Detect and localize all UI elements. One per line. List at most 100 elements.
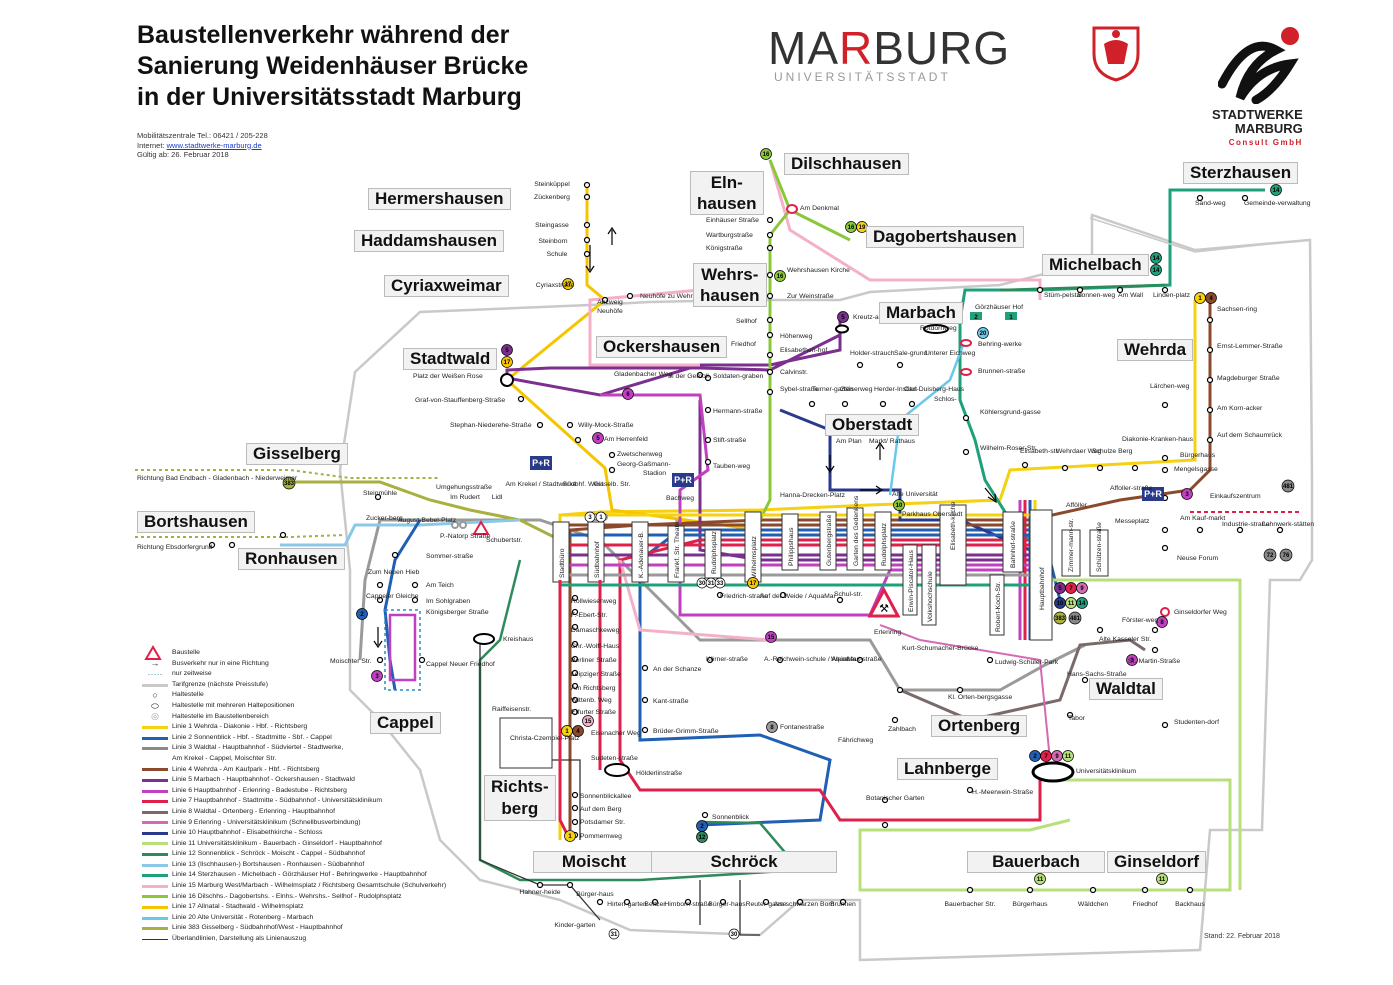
stop-label-wilhelm-roser[interactable]: Wilhelm-Roser-Str. bbox=[980, 445, 1037, 452]
stop-label-am-teich[interactable]: Am Teich bbox=[426, 582, 454, 589]
stop-label-cappel-friedhof[interactable]: Cappel Neuer Friedhof bbox=[426, 661, 495, 668]
stop-label-schule[interactable]: Schule bbox=[547, 251, 568, 258]
stop-label-christa-czempiel[interactable]: Christa-Czempiel-Platz bbox=[510, 735, 580, 742]
stop-label-taubenweg[interactable]: Tauben-weg bbox=[713, 463, 750, 470]
stop-label-bauerbacher-str[interactable]: Bauerbacher Str. bbox=[944, 901, 995, 908]
station-label-stadtbuero[interactable]: Stadtbüro bbox=[559, 548, 566, 578]
stop-label-georg-gassmann[interactable]: Georg-Gaßmann- bbox=[617, 461, 671, 468]
stop-label-am-wall[interactable]: Am Wall bbox=[1118, 292, 1144, 299]
stop-label-kindergarten[interactable]: Kinder-garten bbox=[554, 922, 595, 929]
stop-label-lidl[interactable]: Lidl bbox=[492, 494, 503, 501]
stop-label-wehrshausen-kirche[interactable]: Wehrshausen Kirche bbox=[787, 267, 850, 274]
stop-label-afflerstrasse[interactable]: Affoller-straße bbox=[1110, 485, 1153, 492]
website-link[interactable]: www.stadtwerke-marburg.de bbox=[166, 140, 262, 150]
stop-node-weissen-rose[interactable] bbox=[500, 373, 514, 387]
station-label-robert-koch[interactable]: Robert-Koch-Str. bbox=[995, 581, 1002, 632]
stop-label-tabor[interactable]: Tabor bbox=[1068, 715, 1086, 722]
stop-label-sommerstrasse[interactable]: Sommer-straße bbox=[426, 553, 473, 560]
stop-label-stiftstrasse[interactable]: Stift-straße bbox=[713, 437, 746, 444]
station-label-rudolphsplatz[interactable]: Rudolphsplatz bbox=[881, 522, 888, 566]
stop-label-berliner-strasse[interactable]: Berliner Straße bbox=[571, 657, 617, 664]
stop-label-eisenacher-weg[interactable]: Eisenacher Weg bbox=[591, 730, 641, 737]
stop-label-p-natorp[interactable]: P.-Natorp Straße bbox=[440, 533, 491, 540]
stop-label-goerzhaeuser-hof[interactable]: Görzhäuser Hof bbox=[975, 304, 1023, 311]
stop-label-parkhaus-oberstadt[interactable]: Parkhaus Oberstadt bbox=[902, 511, 963, 518]
stop-label-raiffeisenstr[interactable]: Raiffeisenstr. bbox=[492, 706, 531, 713]
stop-label-kreutzacker[interactable]: Kreutz-acker bbox=[853, 314, 892, 321]
stop-label-ernst-lemmer[interactable]: Ernst-Lemmer-Straße bbox=[1217, 343, 1283, 350]
stop-label-kl-ortenbergsgasse[interactable]: Kl. Orten-bergsgasse bbox=[948, 694, 1012, 701]
stop-label-magdeburger[interactable]: Magdeburger Straße bbox=[1217, 375, 1280, 382]
stop-label-bachweg[interactable]: Bachweg bbox=[666, 495, 694, 502]
stop-label-koenigstrasse[interactable]: Königstraße bbox=[706, 245, 743, 252]
stop-label-buergerhaus-m[interactable]: Bürger-haus bbox=[576, 891, 614, 898]
stop-label-markt-rathaus[interactable]: Markt/ Rathaus bbox=[869, 438, 916, 445]
stop-label-moischter-str[interactable]: Moischter Str. bbox=[330, 658, 372, 665]
stop-label-auf-dem-berg[interactable]: Auf dem Berg bbox=[580, 806, 622, 813]
stop-label-schubertstr[interactable]: Schubertstr. bbox=[486, 537, 522, 544]
stop-label-friedhof-g[interactable]: Friedhof bbox=[1133, 901, 1158, 908]
stop-label-affoeller[interactable]: Afföller bbox=[1066, 502, 1088, 509]
stop-label-sellhof[interactable]: Sellhof bbox=[736, 318, 757, 325]
stop-label-am-herrenfeld[interactable]: Am Herrenfeld bbox=[604, 436, 648, 443]
stop-node-kreishaus[interactable] bbox=[473, 633, 495, 645]
stop-label-zahlbach[interactable]: Zahlbach bbox=[888, 726, 916, 733]
stop-label-kantstrasse[interactable]: Kant-straße bbox=[653, 698, 689, 705]
station-label-wilhelmsplatz[interactable]: Wilhelmsplatz bbox=[751, 535, 758, 578]
stop-label-damaschkeweg[interactable]: Damaschkeweg bbox=[571, 627, 620, 634]
stop-label-elisabeth-weg[interactable]: Elisabeth-str. bbox=[1020, 448, 1059, 455]
stop-label-friedhof-ock[interactable]: Friedhof bbox=[731, 341, 756, 348]
stop-label-brueder-grimm[interactable]: Brüder-Grimm-Straße bbox=[653, 728, 719, 735]
stop-label-elisabethenhof[interactable]: Elisabethen-hof bbox=[780, 347, 827, 354]
stop-label-zuckerberg[interactable]: Zucker-berg bbox=[366, 515, 403, 522]
station-label-elisabethkirche[interactable]: Elisabeth-kirche bbox=[950, 501, 957, 550]
stop-label-am-kaufmarkt[interactable]: Am Kauf-markt bbox=[1180, 515, 1225, 522]
stop-label-zwetschenweg[interactable]: Zwetschenweg bbox=[617, 451, 663, 458]
stop-label-botanischer-garten[interactable]: Botanischer Garten bbox=[866, 795, 925, 802]
stop-label-erfurter-strasse[interactable]: Erfurter Straße bbox=[571, 709, 616, 716]
stop-label-auf-der-weide[interactable]: Auf der Weide / AquaMar bbox=[760, 593, 837, 600]
stop-label-friedrichstrasse[interactable]: Friedrich-straße bbox=[720, 593, 768, 600]
stop-label-messeplatz[interactable]: Messeplatz bbox=[1115, 518, 1150, 525]
stop-label-gemeindeverwaltung[interactable]: Gemeinde-verwaltung bbox=[1244, 200, 1311, 207]
stop-label-reutergasse[interactable]: Reuter-gasse bbox=[746, 901, 787, 908]
station-label-rudolphsplatz-red[interactable]: Rudolphsplatz bbox=[711, 530, 718, 574]
station-label-schaetzestr[interactable]: Schützen-straße bbox=[1096, 522, 1103, 572]
stop-label-brunnenstrasse[interactable]: Brunnen-straße bbox=[978, 368, 1025, 375]
stop-label-dilsch-am-denkmal[interactable]: Am Denkmal bbox=[800, 205, 839, 212]
stop-label-universitaetsklinikum[interactable]: Universitätsklinikum bbox=[1076, 768, 1136, 775]
stop-label-am-kornacker[interactable]: Am Korn-acker bbox=[1217, 405, 1263, 412]
stop-label-foersterweg[interactable]: Förster-weg bbox=[1122, 617, 1158, 624]
stop-label-leipziger-strasse[interactable]: Leipziger Straße bbox=[571, 671, 621, 678]
stop-label-h-meerwein[interactable]: H.-Meerwein-Straße bbox=[972, 789, 1033, 796]
stop-label-a-reichwein[interactable]: A.-Reichwein-schule / AquaMar bbox=[764, 656, 860, 663]
stop-label-koehlersgrund[interactable]: Köhlersgrund-gasse bbox=[980, 409, 1041, 416]
station-label-garten-gedenkens[interactable]: Garten des Gedenkens bbox=[853, 495, 860, 566]
stop-label-am-schwarzen-born[interactable]: Am schwarzen Born bbox=[774, 901, 835, 908]
stop-label-am-schaumrueck[interactable]: Auf dem Schaumrück bbox=[1217, 432, 1283, 439]
stop-label-holderstrauch[interactable]: Holder-strauch bbox=[850, 350, 895, 357]
stop-label-richtung-ebsdorfergrund[interactable]: Richtung Ebsdorfergrund bbox=[137, 544, 213, 551]
stop-node-hoelderlin[interactable] bbox=[604, 763, 630, 777]
stop-label-umgehungsstrasse[interactable]: Umgehungsstraße bbox=[436, 484, 492, 491]
stop-label-stauffenberg[interactable]: Graf-von-Stauffenberg-Straße bbox=[415, 397, 505, 404]
stop-label-fontanestrasse[interactable]: Fontanestraße bbox=[780, 724, 824, 731]
stop-label-wittenb-weg[interactable]: Wittenb. Weg bbox=[571, 697, 612, 704]
stop-label-erlenring[interactable]: Erlenring bbox=[874, 629, 901, 636]
stop-label-turnergarten[interactable]: Turner-garten bbox=[812, 386, 854, 393]
stop-label-neuhoefe-wehrshs[interactable]: Neuhöfe zu Wehrshs. bbox=[640, 293, 705, 300]
stop-label-unterer-eichweg[interactable]: Unterer Eichweg bbox=[925, 350, 975, 357]
stop-label-cyriaxstrasse[interactable]: Cyriaxstraße bbox=[536, 282, 575, 289]
stop-label-buergerhaus-b[interactable]: Bürgerhaus bbox=[1012, 901, 1048, 908]
stop-label-im-rudert[interactable]: Im Rudert bbox=[450, 494, 480, 501]
stop-label-sonnenblickallee[interactable]: Sonnenblickallee bbox=[580, 793, 632, 800]
stop-label-sonnenblick[interactable]: Sonnenblick bbox=[712, 814, 750, 821]
stop-node-behringwerke[interactable] bbox=[960, 339, 972, 347]
station-label-volkshochschule[interactable]: Volkshochschule bbox=[927, 571, 934, 622]
stop-label-zum-neuen-hieb[interactable]: Zum Neuen Hieb bbox=[368, 569, 420, 576]
stop-node-brunnenstrasse[interactable] bbox=[960, 368, 972, 376]
stop-label-hermannstrasse[interactable]: Hermann-straße bbox=[713, 408, 763, 415]
stop-label-willy-mock[interactable]: Willy-Mock-Straße bbox=[578, 422, 634, 429]
stop-label-st-martin[interactable]: St.-Martin-Straße bbox=[1128, 658, 1180, 665]
stop-label-platz-weissen-rose[interactable]: Platz der Weißen Rose bbox=[413, 373, 483, 380]
